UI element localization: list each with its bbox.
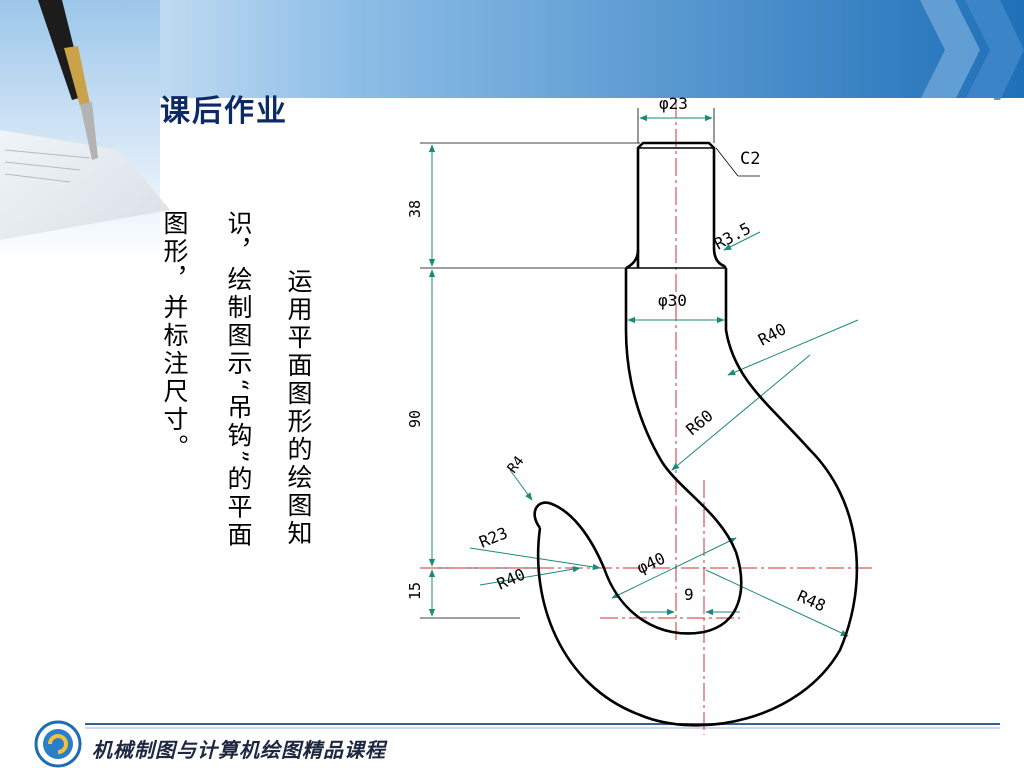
dim-9: 9 bbox=[684, 585, 694, 604]
pen-decoration bbox=[0, 0, 170, 260]
page-title: 课后作业 bbox=[160, 94, 288, 129]
body-text-line-2: 识，绘制图示“吊钩”的平面 bbox=[224, 210, 253, 550]
dim-d30: φ30 bbox=[658, 291, 687, 310]
course-logo-icon bbox=[34, 720, 82, 768]
header-band bbox=[0, 0, 1024, 100]
dim-38: 38 bbox=[406, 200, 424, 218]
course-footer: 机械制图与计算机绘图精品课程 bbox=[92, 738, 386, 762]
dim-d23: φ23 bbox=[659, 94, 688, 113]
footer-bar bbox=[85, 723, 1000, 729]
body-text-line-1: 运用平面图形的绘图知 bbox=[284, 268, 313, 548]
dim-90: 90 bbox=[406, 410, 424, 428]
body-text-line-3: 图形，并标注尺寸。 bbox=[160, 210, 189, 462]
dim-15: 15 bbox=[406, 582, 424, 600]
dim-c2: C2 bbox=[740, 149, 760, 169]
